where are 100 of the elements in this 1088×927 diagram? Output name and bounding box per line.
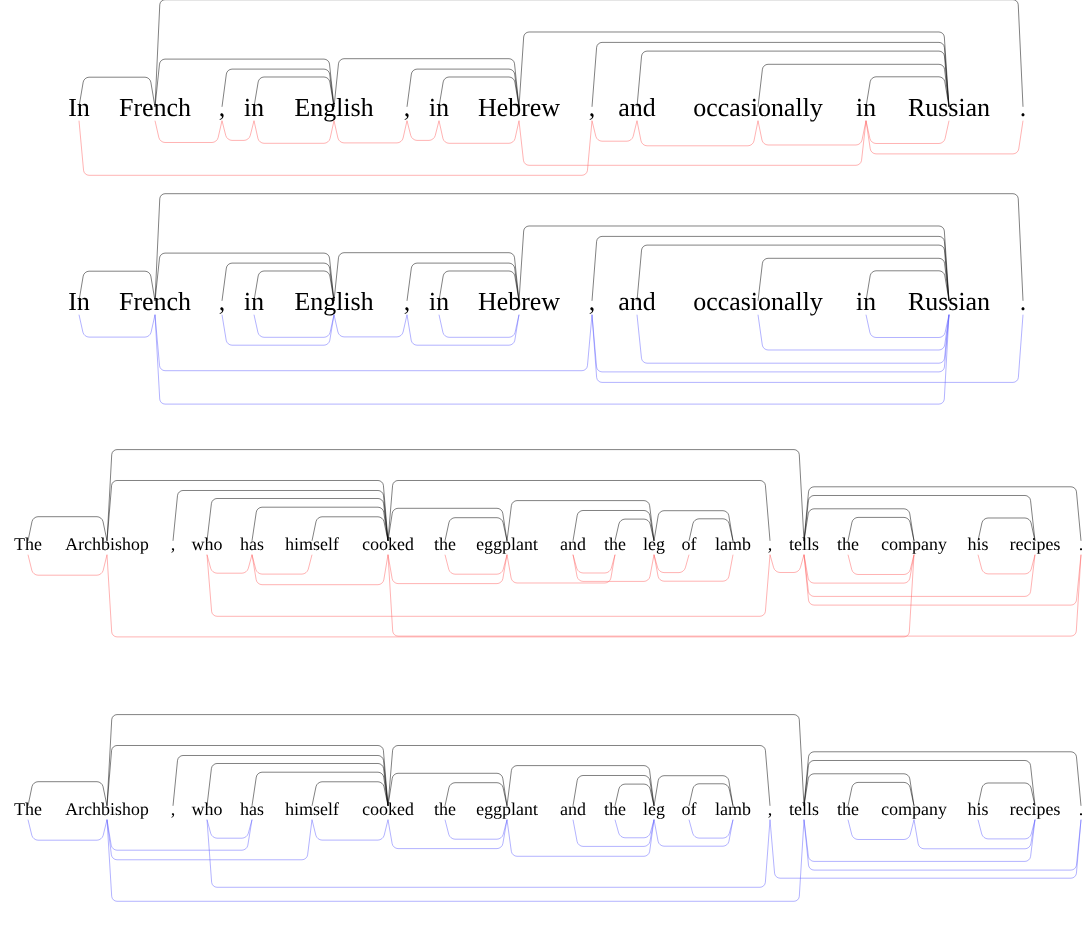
dependency-arc <box>803 508 915 542</box>
dependency-arc <box>865 120 950 144</box>
dependency-arc <box>206 498 389 542</box>
word: tells <box>789 537 819 551</box>
dependency-arc <box>653 510 734 542</box>
dependency-arc <box>803 819 1082 871</box>
dependency-arc <box>865 270 950 302</box>
dependency-arc <box>572 510 655 542</box>
word: , <box>171 548 175 553</box>
dependency-arc <box>333 120 408 144</box>
dependency-arc <box>572 775 655 807</box>
dependency-arc <box>311 781 389 807</box>
dependency-arc <box>977 782 1036 807</box>
word: has <box>240 537 264 551</box>
word: and <box>560 537 586 551</box>
word: The <box>14 802 42 816</box>
word: cooked <box>362 802 414 816</box>
dependency-arc <box>803 554 1036 597</box>
dependency-arc <box>913 819 1036 850</box>
dependency-arc <box>506 554 616 584</box>
word: occasionally <box>694 292 823 316</box>
word: company <box>881 806 947 819</box>
dependency-arc <box>206 554 253 574</box>
dependency-arc <box>865 120 1024 155</box>
dependency-arc <box>387 508 508 542</box>
word: company <box>881 541 947 554</box>
word: the <box>434 537 456 551</box>
word: , <box>768 813 772 818</box>
dependency-arc <box>172 490 389 542</box>
dependency-arc <box>757 64 950 108</box>
dependency-arc <box>221 120 255 141</box>
word: himself <box>285 537 339 551</box>
dependency-arc <box>78 120 593 176</box>
word: his <box>967 802 988 816</box>
dependency-arc <box>865 76 950 108</box>
word: cooked <box>362 537 414 551</box>
dependency-arc <box>769 554 805 573</box>
word: the <box>837 537 859 551</box>
word: , <box>219 113 224 120</box>
dependency-arc <box>444 819 508 840</box>
dependency-arc <box>803 554 1082 606</box>
word: leg <box>643 802 665 819</box>
dependency-arc <box>206 819 771 888</box>
word: the <box>604 802 626 816</box>
dependency-arc <box>333 314 408 338</box>
word: , <box>768 548 772 553</box>
word: In <box>69 293 90 310</box>
dependency-arc <box>803 760 1036 807</box>
dependency-arc <box>251 771 389 807</box>
word: tells <box>789 802 819 816</box>
word: recipes <box>1009 803 1060 819</box>
dependency-arc <box>803 819 1036 862</box>
word: the <box>604 537 626 551</box>
dependency-arc <box>106 554 915 638</box>
word: lamb <box>715 537 751 551</box>
dependency-arc <box>865 314 950 338</box>
dependency-arc <box>251 554 389 585</box>
dependency-arc <box>27 516 108 542</box>
dependency-arc <box>406 262 520 302</box>
dependency-arc <box>253 120 335 144</box>
dependency-arc <box>506 819 655 857</box>
dependency-arc <box>106 449 805 542</box>
word: eggplant <box>476 537 538 554</box>
dependency-arc <box>172 755 389 807</box>
dependency-arc <box>591 236 950 302</box>
dependency-arc <box>251 554 313 575</box>
word: lamb <box>715 802 751 816</box>
dependency-arc <box>757 314 950 351</box>
word: the <box>434 802 456 816</box>
word: himself <box>285 802 339 816</box>
dependency-arc <box>27 819 108 841</box>
word: French <box>119 292 191 311</box>
word: has <box>240 802 264 816</box>
dependency-arc <box>803 486 1082 542</box>
dependency-arc <box>688 819 734 839</box>
word: . <box>1021 113 1025 117</box>
word: occasionally <box>694 98 823 122</box>
dependency-arc <box>688 518 734 542</box>
dependency-arc <box>636 314 950 364</box>
dependency-arc <box>757 120 867 146</box>
dependency-arc <box>636 244 950 302</box>
dependency-arc <box>438 120 520 144</box>
dependency-arc <box>438 76 520 108</box>
word: Hebrew <box>478 98 560 117</box>
word: of <box>682 537 697 551</box>
dependency-arc <box>444 782 508 807</box>
word: in <box>244 98 264 116</box>
dependency-arc <box>387 554 508 584</box>
dependency-arc <box>518 31 950 108</box>
word: the <box>837 802 859 816</box>
word: , <box>404 113 409 120</box>
dependency-arc <box>572 819 655 847</box>
word: recipes <box>1009 538 1060 554</box>
dependency-arc <box>614 518 655 542</box>
dependency-arc <box>614 783 655 807</box>
dependency-arc <box>518 225 950 302</box>
dependency-arc <box>106 819 805 902</box>
dependency-arc <box>27 781 108 807</box>
dependency-arc <box>206 763 389 807</box>
dependency-arc <box>253 314 335 338</box>
